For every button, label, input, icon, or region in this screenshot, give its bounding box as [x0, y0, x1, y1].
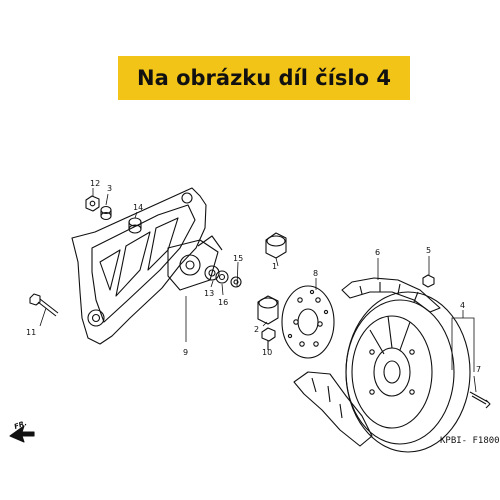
part-numbers: 12 3 14 1 13 16 15 11 2 10 8 6 5 4 7 9 — [26, 179, 481, 374]
part-number-7: 7 — [476, 365, 481, 374]
swing-arm — [71, 187, 223, 345]
part-number-6: 6 — [375, 248, 380, 257]
drawing-code: KPBI- F1800 — [440, 436, 500, 446]
wheel-rim — [345, 291, 471, 453]
part-number-14: 14 — [133, 203, 143, 212]
part-number-5: 5 — [426, 246, 431, 255]
part-number-10: 10 — [262, 348, 272, 357]
part-number-16: 16 — [218, 298, 228, 307]
tire-upper — [341, 277, 441, 313]
part-number-3: 3 — [107, 184, 112, 193]
part-number-13: 13 — [204, 289, 214, 298]
part-number-11: 11 — [26, 328, 36, 337]
banner-text: Na obrázku díl číslo 4 — [137, 66, 391, 90]
front-arrow — [9, 425, 35, 443]
part-number-2: 2 — [254, 325, 259, 334]
tire-lower — [293, 371, 373, 447]
brake-disc — [281, 285, 335, 359]
part-number-12: 12 — [90, 179, 100, 188]
part-number-4: 4 — [460, 301, 465, 310]
leader-lines — [39, 188, 477, 393]
part-number-15: 15 — [233, 254, 243, 263]
part-number-9: 9 — [183, 348, 188, 357]
part-number-8: 8 — [313, 269, 318, 278]
part-number-1: 1 — [272, 262, 277, 271]
highlight-banner: Na obrázku díl číslo 4 — [118, 56, 410, 100]
small-parts — [29, 195, 491, 409]
